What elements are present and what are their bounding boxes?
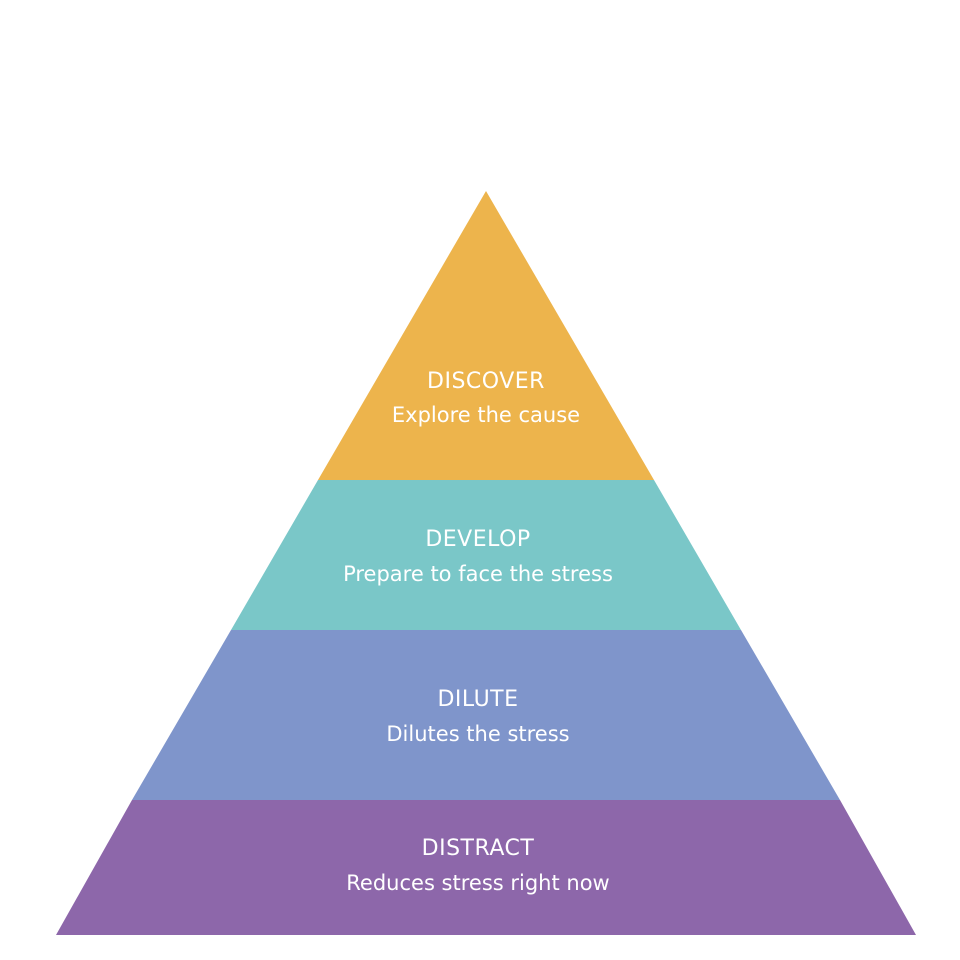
level-shape-distract	[56, 800, 916, 935]
level-title-discover: DISCOVER	[427, 369, 545, 394]
level-subtitle-discover: Explore the cause	[392, 403, 580, 427]
level-shape-develop	[231, 480, 741, 630]
level-title-dilute: DILUTE	[437, 687, 518, 712]
level-shape-dilute	[132, 630, 840, 800]
pyramid-level-dilute: DILUTE Dilutes the stress	[132, 630, 840, 800]
level-subtitle-dilute: Dilutes the stress	[386, 722, 569, 746]
level-title-develop: DEVELOP	[425, 527, 530, 552]
pyramid-level-discover: DISCOVER Explore the cause	[318, 191, 654, 480]
level-shape-discover	[318, 191, 654, 480]
pyramid-level-distract: DISTRACT Reduces stress right now	[56, 800, 916, 935]
level-subtitle-distract: Reduces stress right now	[346, 871, 609, 895]
pyramid-level-develop: DEVELOP Prepare to face the stress	[231, 480, 741, 630]
level-title-distract: DISTRACT	[422, 836, 535, 861]
level-subtitle-develop: Prepare to face the stress	[343, 562, 613, 586]
